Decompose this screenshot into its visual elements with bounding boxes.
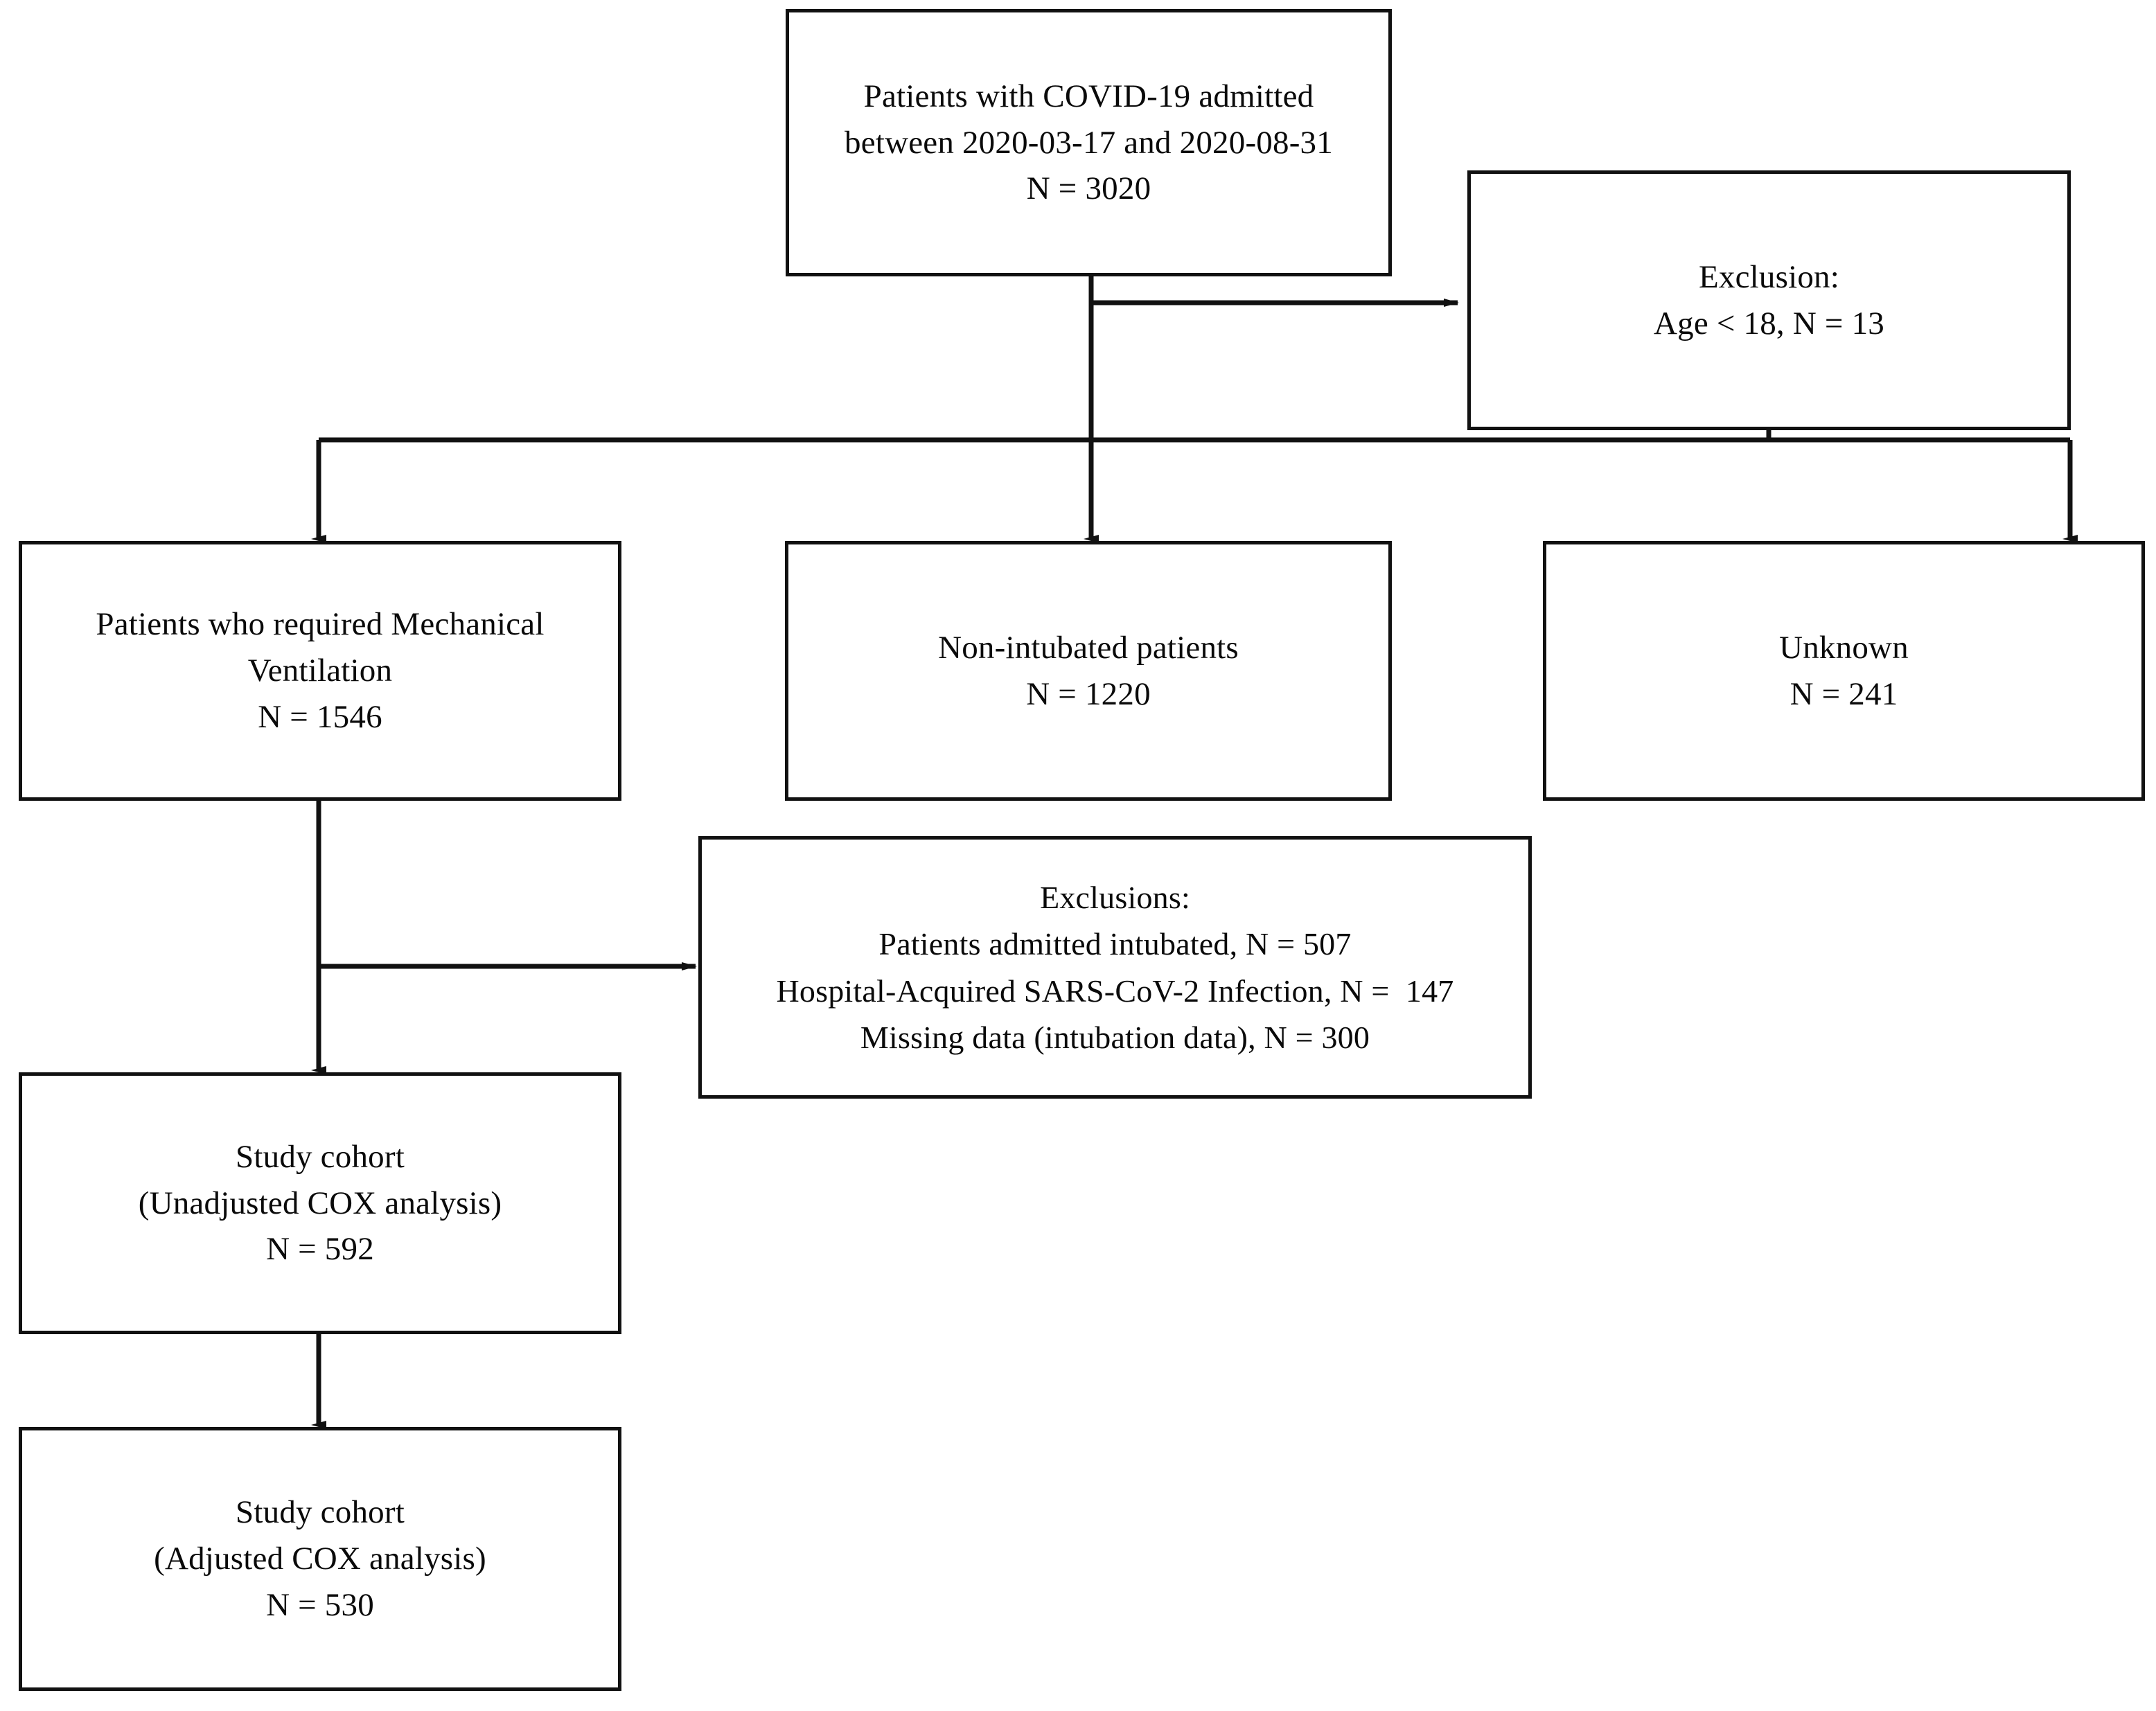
- box-line-count: N = 530: [266, 1586, 374, 1623]
- box-line-count: N = 1220: [1026, 675, 1151, 712]
- box-line: Study cohort: [236, 1138, 405, 1175]
- box-line: Non-intubated patients: [938, 629, 1239, 666]
- box-study-cohort-adjusted: Study cohort (Adjusted COX analysis) N =…: [19, 1427, 621, 1691]
- box-line: Unknown: [1779, 629, 1909, 666]
- box-line-count: N = 3020: [1026, 170, 1151, 207]
- box-line: between 2020-03-17 and 2020-08-31: [845, 124, 1333, 161]
- box-line-count: Age < 18, N = 13: [1654, 305, 1884, 342]
- box-study-cohort-unadjusted: Study cohort (Unadjusted COX analysis) N…: [19, 1072, 621, 1334]
- box-line: Patients who required Mechanical: [96, 606, 545, 643]
- box-mechanical-ventilation: Patients who required Mechanical Ventila…: [19, 541, 621, 801]
- box-patients-admitted: Patients with COVID-19 admitted between …: [786, 9, 1392, 276]
- box-unknown: Unknown N = 241: [1543, 541, 2145, 801]
- box-line: Exclusions:: [1040, 880, 1190, 916]
- box-non-intubated: Non-intubated patients N = 1220: [785, 541, 1392, 801]
- box-exclusion-age: Exclusion: Age < 18, N = 13: [1467, 170, 2071, 430]
- box-exclusions-list: Exclusions: Patients admitted intubated,…: [698, 836, 1532, 1099]
- box-line: (Unadjusted COX analysis): [138, 1185, 502, 1221]
- box-line-exclusion-item: Missing data (intubation data), N = 300: [860, 1019, 1370, 1055]
- box-line-exclusion-item: Patients admitted intubated, N = 507: [878, 926, 1352, 962]
- box-line-exclusion-item: Hospital-Acquired SARS-CoV-2 Infection, …: [776, 973, 1454, 1009]
- box-line: Patients with COVID-19 admitted: [863, 78, 1314, 114]
- box-line-count: N = 1546: [258, 698, 382, 735]
- box-line: Ventilation: [247, 653, 393, 689]
- box-line: Study cohort: [236, 1494, 405, 1531]
- box-line-count: N = 592: [266, 1231, 374, 1268]
- box-line: (Adjusted COX analysis): [154, 1541, 486, 1577]
- box-line-count: N = 241: [1790, 675, 1898, 712]
- box-line: Exclusion:: [1698, 258, 1840, 295]
